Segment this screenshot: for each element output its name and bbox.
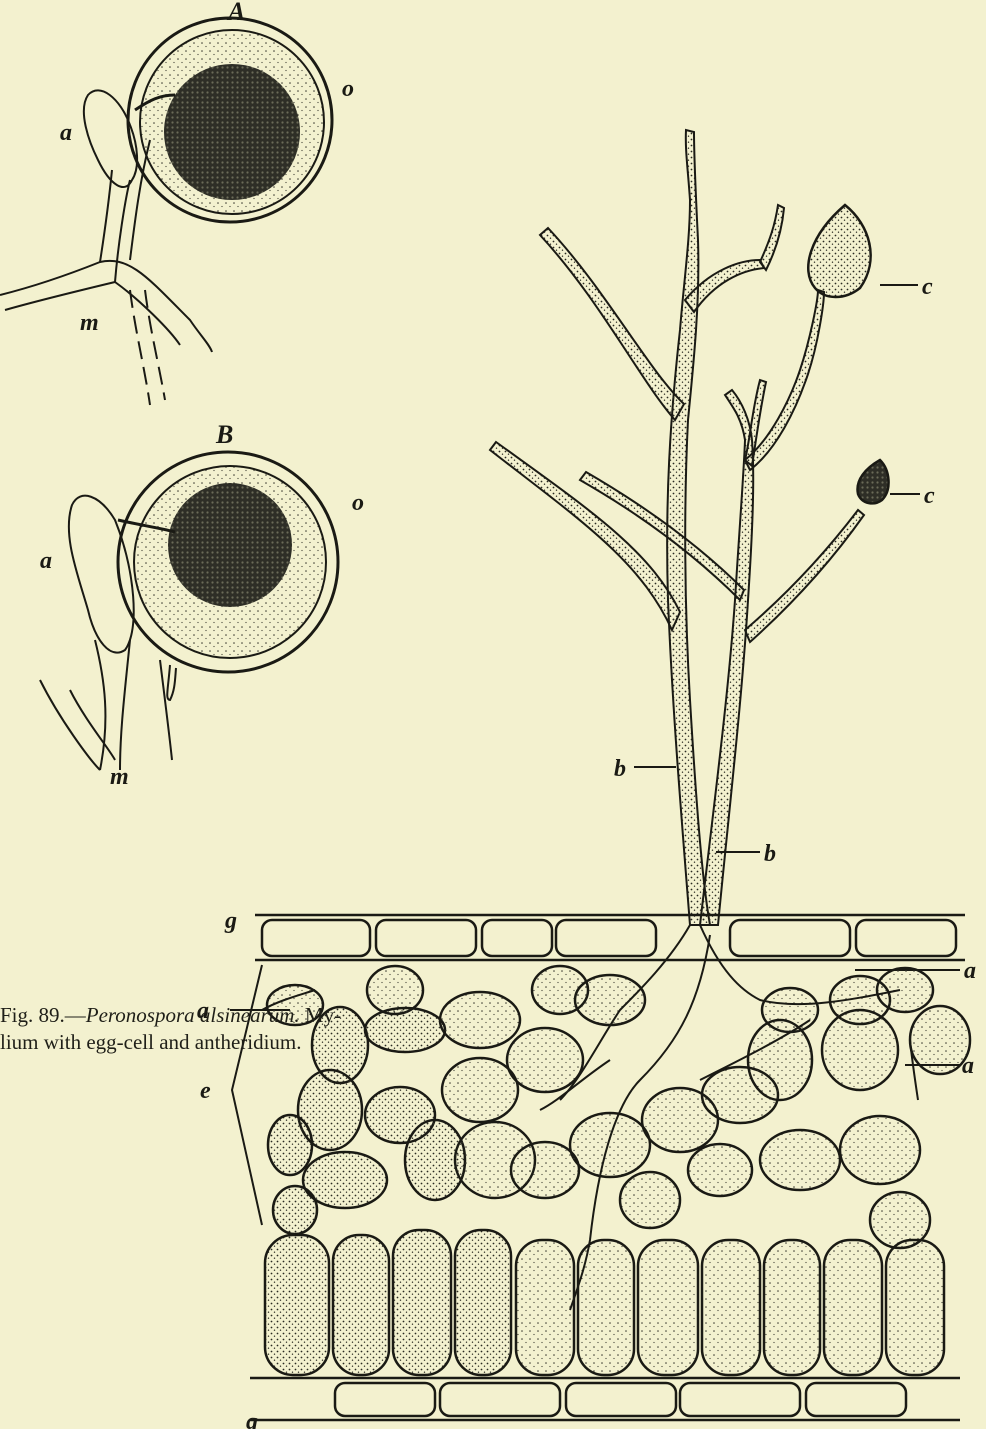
label-conidiophore-left: b <box>614 756 626 782</box>
panel-a-label-m: m <box>80 310 99 336</box>
label-conidiophore-right: b <box>764 841 776 867</box>
panel-b-drawing <box>40 452 338 770</box>
conidia <box>808 205 888 503</box>
panel-b-label-a: a <box>40 548 52 574</box>
panel-a-title: A <box>226 0 245 26</box>
label-conidium-lower: c <box>924 483 935 509</box>
label-epidermis-bottom: g <box>245 1409 258 1429</box>
panel-b-label-o: o <box>352 490 364 516</box>
panel-a-label-a: a <box>60 120 72 146</box>
panel-a-drawing <box>0 18 332 405</box>
caption-prefix: Fig. 89.— <box>0 1003 86 1027</box>
label-conidium-upper: c <box>922 274 933 300</box>
caption-line2: lium with egg-cell and antheridium. <box>0 1030 302 1054</box>
panel-b-title: B <box>215 420 233 449</box>
label-epidermis-top: g <box>224 908 237 934</box>
label-cells-e: e <box>200 1078 211 1104</box>
conidiophores-drawing <box>490 130 864 925</box>
panel-b-label-m: m <box>110 764 129 790</box>
label-hyphae-right-mid: a <box>962 1053 974 1079</box>
label-hyphae-right-top: a <box>964 958 976 984</box>
panel-a-label-o: o <box>342 76 354 102</box>
caption-line1-end: My- <box>300 1003 341 1027</box>
figure-caption: Fig. 89.—Peronospora alsinearum. My- liu… <box>0 1002 460 1056</box>
palisade-cells <box>265 1230 944 1375</box>
caption-species: Peronospora alsinearum. <box>86 1003 300 1027</box>
